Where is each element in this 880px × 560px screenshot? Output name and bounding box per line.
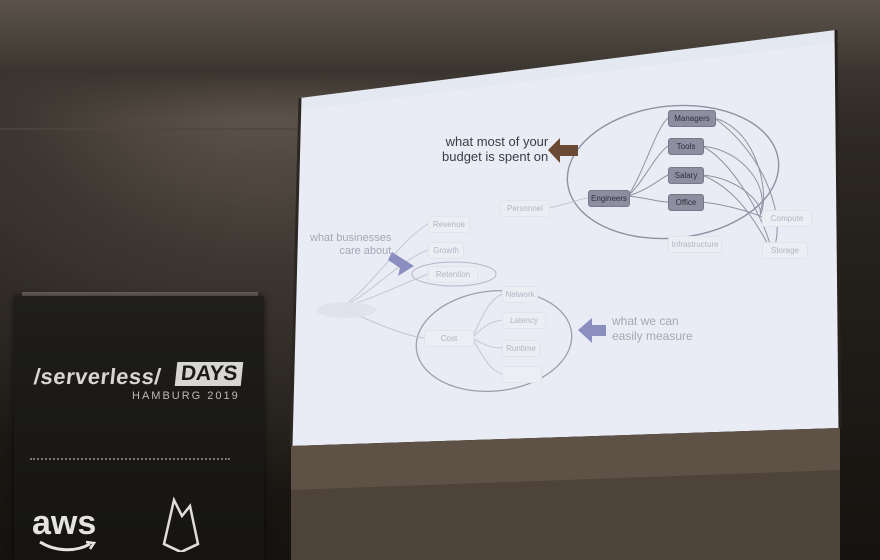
measure-annotation: what we can easily measure [612,314,693,344]
node-cost: Cost [424,330,474,347]
node-network: Network [502,286,538,303]
node-personnel: Personnel [500,200,550,217]
node-compute: Compute [762,210,812,227]
node-runtime: Runtime [502,340,540,357]
node-revenue: Revenue [428,216,470,233]
measure-annotation-line2: easily measure [612,329,693,343]
business-annotation: what businesses care about [310,232,391,258]
budget-annotation-line1: what most of your [445,134,549,149]
node-bottom [502,366,542,383]
node-tools: Tools [668,138,704,155]
node-salary: Salary [668,167,704,184]
banner-badge: DAYS [174,362,244,386]
banner-location: HAMBURG 2019 [132,390,240,402]
budget-annotation-line2: budget is spent on [442,149,549,164]
node-latency: Latency [502,312,546,329]
measure-annotation-line1: what we can [612,314,679,328]
node-retention: Retention [428,266,478,283]
node-infrastructure: Infrastructure [668,236,722,253]
node-engineers: Engineers [588,190,630,207]
node-storage: Storage [762,242,808,259]
business-annotation-line2: care about [339,245,392,257]
business-arrow-icon [388,252,414,276]
aws-logo: aws [32,504,97,542]
measure-arrow-icon [578,318,606,343]
conference-banner [14,296,264,560]
budget-arrow-icon [548,138,578,163]
node-office: Office [668,194,704,211]
banner-brand: /serverless/ [32,364,163,389]
node-growth: Growth [428,242,464,259]
budget-annotation: what most of your budget is spent on [442,134,548,164]
node-managers: Managers [668,110,716,127]
aws-smile-icon [39,540,96,552]
wall-trim [0,128,300,130]
banner-divider [30,458,230,460]
business-annotation-line1: what businesses [310,232,392,244]
firebase-logo-icon [162,496,200,552]
